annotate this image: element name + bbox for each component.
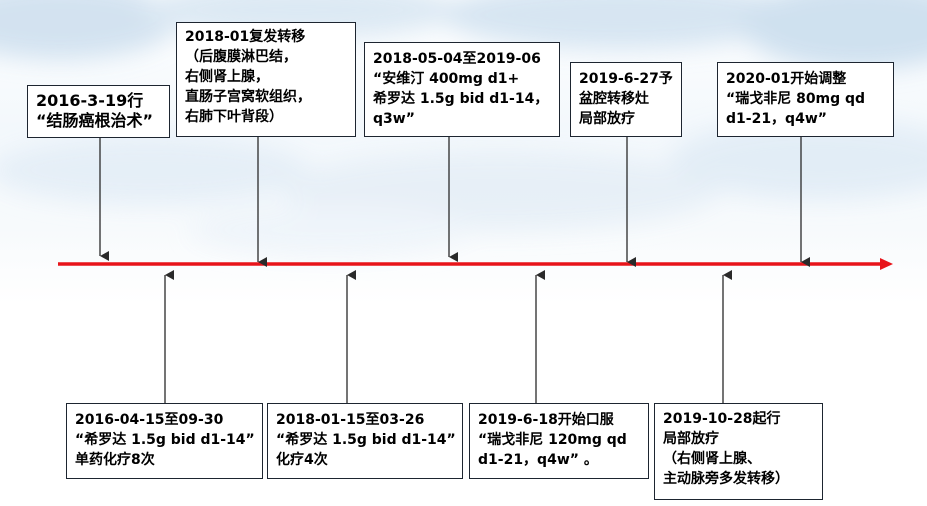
event-text: “希罗达 1.5g bid d1-14” <box>276 432 456 448</box>
event-text: 2018-01-15至03-26 <box>276 412 425 428</box>
event-text: d1-21，q4w” <box>726 111 827 127</box>
event-box-surgery: 2016-3-19行 “结肠癌根治术” <box>27 85 170 138</box>
event-box-xeloda-4x: 2018-01-15至03-26 “希罗达 1.5g bid d1-14” 化疗… <box>267 403 463 479</box>
event-text: “安维汀 400mg d1+ <box>373 71 520 87</box>
event-box-regorafenib-start: 2019-6-18开始口服 “瑞戈非尼 120mg qd d1-21，q4w” … <box>469 403 649 479</box>
event-text: 右肺下叶背段） <box>185 109 283 125</box>
event-text: 单药化疗8次 <box>75 452 155 468</box>
event-text: 化疗4次 <box>276 452 328 468</box>
event-text: q3w” <box>373 111 415 127</box>
event-text: （后腹膜淋巴结， <box>185 49 297 65</box>
event-text: d1-21，q4w” 。 <box>478 452 598 468</box>
event-text: “瑞戈非尼 80mg qd <box>726 91 866 107</box>
event-text: “瑞戈非尼 120mg qd <box>478 432 627 448</box>
event-text: “希罗达 1.5g bid d1-14” <box>75 432 255 448</box>
cloud-background <box>0 0 927 255</box>
event-box-regorafenib-adjust: 2020-01开始调整 “瑞戈非尼 80mg qd d1-21，q4w” <box>717 62 894 137</box>
event-text: （右侧肾上腺、 <box>663 451 761 467</box>
event-text: 直肠子宫窝软组织， <box>185 89 311 105</box>
event-text: 盆腔转移灶 <box>579 91 649 107</box>
event-text: 希罗达 1.5g bid d1-14， <box>373 91 549 107</box>
event-text: 局部放疗 <box>663 431 719 447</box>
event-box-adrenal-radiotherapy: 2019-10-28起行 局部放疗 （右侧肾上腺、 主动脉旁多发转移） <box>654 403 823 500</box>
event-box-avastin-xeloda: 2018-05-04至2019-06 “安维汀 400mg d1+ 希罗达 1.… <box>364 42 560 137</box>
timeline-arrowhead <box>880 258 893 270</box>
event-text: 2019-6-18开始口服 <box>478 412 614 428</box>
event-box-recurrence: 2018-01复发转移 （后腹膜淋巴结， 右侧肾上腺， 直肠子宫窝软组织， 右肺… <box>176 22 356 137</box>
event-box-pelvic-radiotherapy: 2019-6-27予 盆腔转移灶 局部放疗 <box>570 62 682 137</box>
event-text: 2019-6-27予 <box>579 71 673 87</box>
event-text: 2018-05-04至2019-06 <box>373 51 541 67</box>
event-box-xeloda-mono: 2016-04-15至09-30 “希罗达 1.5g bid d1-14” 单药… <box>66 403 263 479</box>
event-text: 局部放疗 <box>579 111 635 127</box>
event-text: 主动脉旁多发转移） <box>663 471 789 487</box>
event-text: 2016-04-15至09-30 <box>75 412 224 428</box>
event-text: “结肠癌根治术” <box>36 111 154 130</box>
event-text: 右侧肾上腺， <box>185 69 269 85</box>
event-text: 2016-3-19行 <box>36 91 144 110</box>
event-text: 2019-10-28起行 <box>663 411 781 427</box>
event-text: 2018-01复发转移 <box>185 29 306 45</box>
event-text: 2020-01开始调整 <box>726 71 847 87</box>
